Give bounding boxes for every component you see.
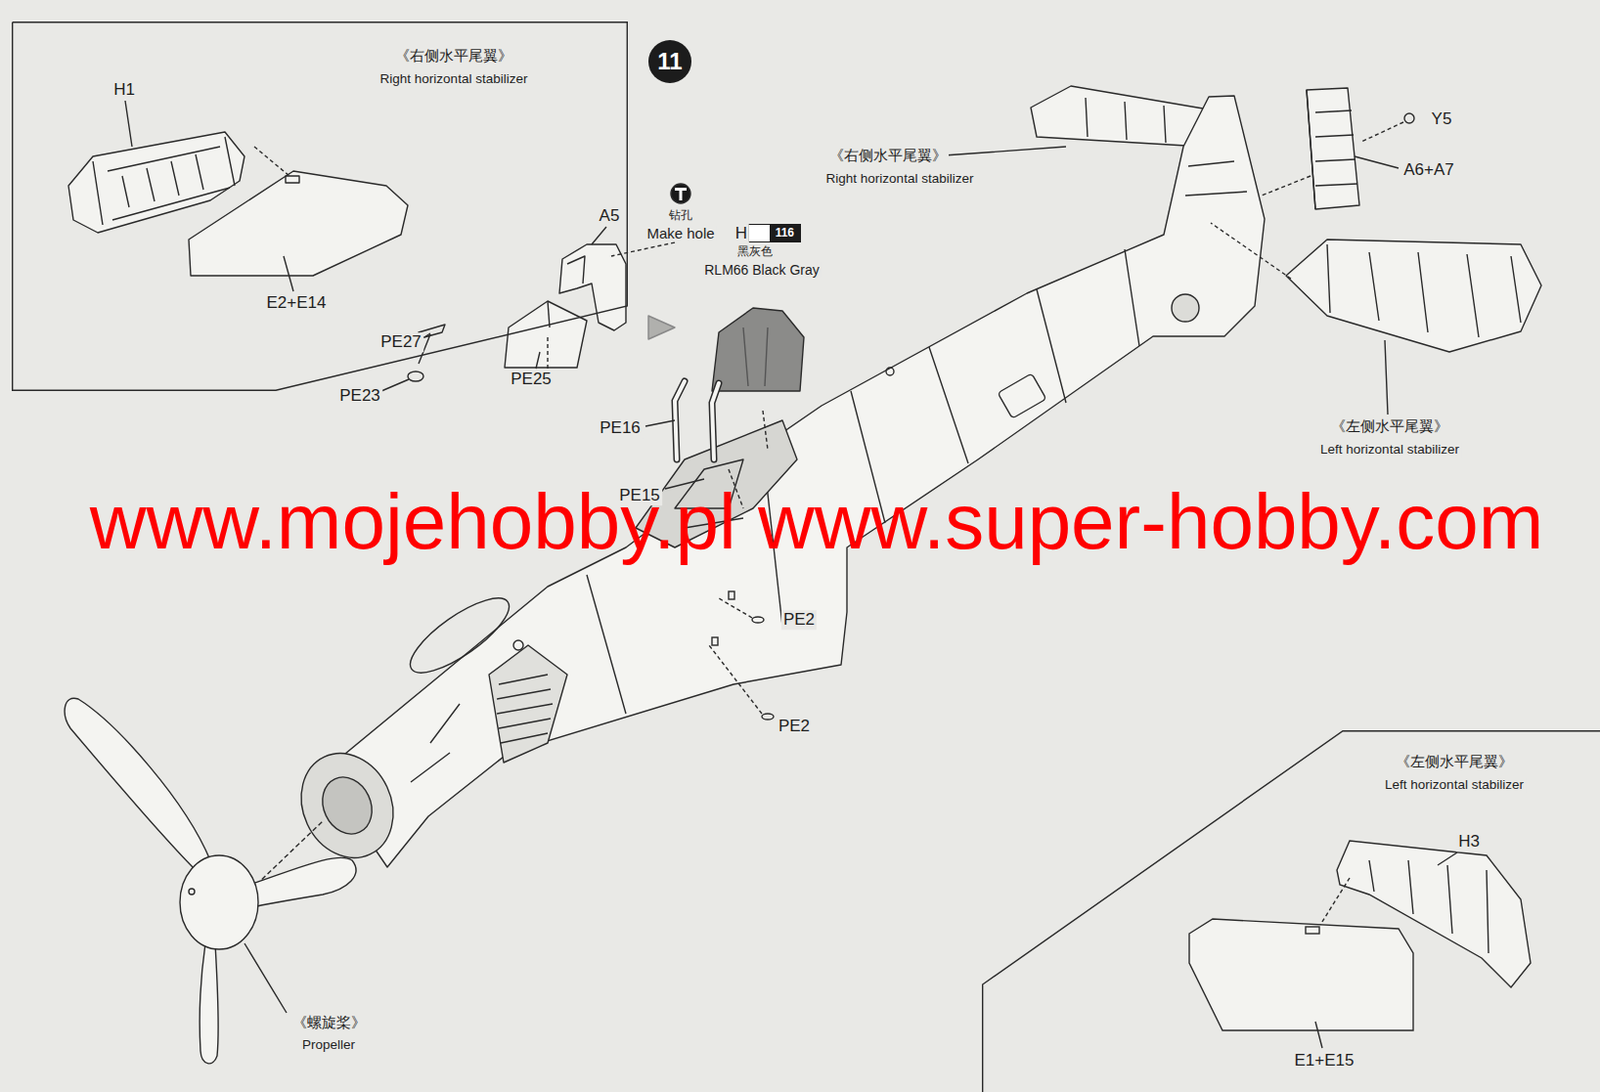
paint-letter: H <box>733 223 750 244</box>
part-number: A6+A7 <box>1401 160 1457 180</box>
part-number: H1 <box>111 80 137 100</box>
inset-panel: 《右侧水平尾翼》 Right horizontal stabilizer <box>11 21 628 392</box>
note-text: 钻孔 <box>666 209 695 223</box>
part-title: 《左侧水平尾翼》 <box>1329 417 1451 435</box>
panel-subtitle: Right horizontal stabilizer <box>378 71 531 88</box>
panel-subtitle: Left horizontal stabilizer <box>1382 777 1526 794</box>
step-number-text: 11 <box>657 47 682 76</box>
watermark: www.mojehobby.pl www.super-hobby.com <box>88 477 1547 568</box>
part-number: PE27 <box>378 332 424 353</box>
part-title: Propeller <box>300 1037 357 1054</box>
note-text: Make hole <box>644 224 716 242</box>
part-number: E2+E14 <box>265 293 329 313</box>
part-title: 《右侧水平尾翼》 <box>827 146 949 164</box>
step-number: 11 <box>648 40 692 84</box>
part-number: H3 <box>1456 832 1482 852</box>
paint-code-box: 116 <box>748 223 801 243</box>
part-number: Y5 <box>1429 109 1455 130</box>
part-number: PE25 <box>508 369 554 390</box>
part-number: PE23 <box>337 386 383 406</box>
part-number: PE2 <box>781 610 817 630</box>
panel-outline <box>11 21 628 392</box>
part-title: Left horizontal stabilizer <box>1318 442 1462 458</box>
part-number: PE16 <box>597 418 643 439</box>
part-number: A5 <box>597 206 623 226</box>
part-number: PE2 <box>776 716 812 737</box>
inset-panel: 《左侧水平尾翼》 Left horizontal stabilizer <box>981 730 1600 1092</box>
paint-name: RLM66 Black Gray <box>702 262 821 278</box>
panel-title: 《左侧水平尾翼》 <box>1393 753 1515 770</box>
part-number: E1+E15 <box>1292 1051 1357 1071</box>
paint-name: 黑灰色 <box>735 245 775 260</box>
paint-code: 116 <box>769 224 800 242</box>
part-title: 《螺旋桨》 <box>290 1014 368 1031</box>
part-title: Right horizontal stabilizer <box>824 171 977 187</box>
panel-title: 《右侧水平尾翼》 <box>393 46 515 64</box>
